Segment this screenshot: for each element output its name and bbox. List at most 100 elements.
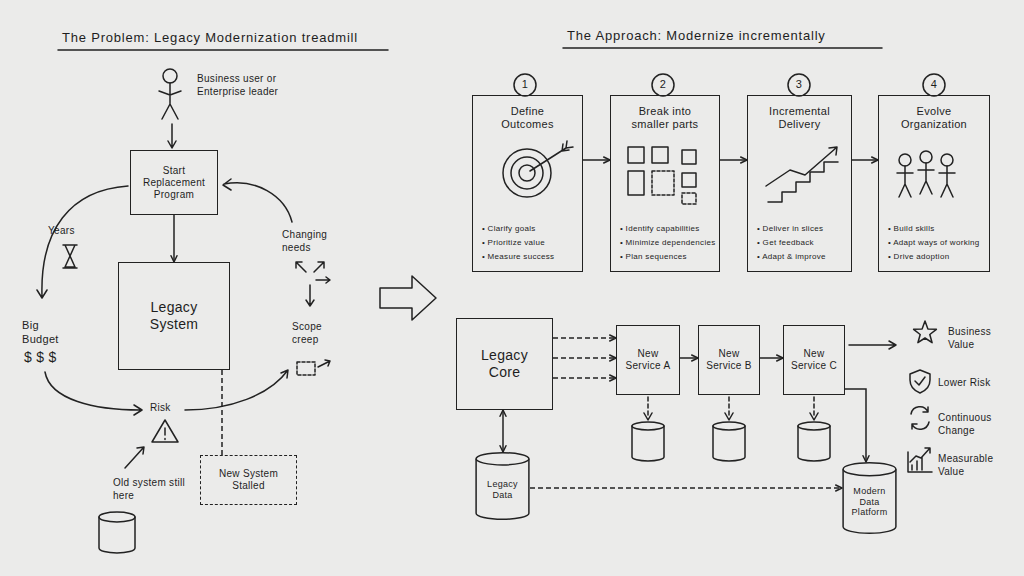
connector-line [852, 159, 878, 161]
node-label: New System Stalled [219, 468, 279, 492]
hourglass-icon [63, 245, 77, 268]
annotation-label: Changing needs [282, 228, 346, 254]
shield-icon [910, 370, 930, 393]
arrow-head [836, 485, 842, 491]
part-square [628, 171, 644, 195]
connector-line [173, 215, 175, 262]
people-icon [897, 163, 955, 197]
arrow-head [692, 355, 698, 361]
step-number: 2 [651, 73, 675, 97]
connector-line [553, 377, 616, 379]
connector-line [845, 389, 866, 462]
connector [222, 370, 223, 455]
transition-arrow [380, 276, 436, 320]
node-label: Legacy System [139, 299, 209, 333]
step-box: Evolve Organization • Build skills• Adapt… [878, 95, 990, 272]
arrow-head [741, 157, 747, 163]
step-number: 4 [922, 73, 946, 97]
arrow-head [777, 355, 783, 361]
circle-outline [788, 74, 810, 96]
database-node: Legacy Data [475, 452, 530, 520]
part-square [628, 147, 644, 163]
part-square [652, 147, 668, 163]
bullet-list: • Build skills• Adapt ways of working• D… [888, 220, 986, 262]
cycle-arrow [37, 186, 128, 298]
connector [583, 157, 610, 163]
connector-line [583, 159, 610, 161]
step-box: Define Outcomes• Clarify goals• Prioriti… [472, 95, 583, 272]
node-label: New Service B [703, 348, 755, 372]
cycle-arrow [223, 179, 292, 222]
annotation-label: Years [48, 224, 98, 237]
arrow-head [610, 375, 616, 381]
cylinder-outline [843, 469, 896, 533]
target-arrow [530, 141, 573, 171]
annotation-label: Big Budget [22, 318, 70, 347]
target-icon [503, 149, 551, 197]
connector-line [553, 337, 616, 339]
bullet-item: • Minimize dependencies [620, 238, 716, 248]
annotation-label: Business user or Enterprise leader [197, 72, 317, 98]
callout-number: 3 [796, 78, 802, 91]
connector [845, 389, 869, 462]
arrow-head [171, 256, 177, 262]
step-heading-row: Evolve Organization [879, 105, 989, 131]
stairs-icon [768, 162, 838, 202]
step-heading-row: Break into smaller parts [611, 105, 719, 131]
stalled-box: New System Stalled [200, 455, 297, 505]
bullet-list: • Deliver in slices• Get feedback• Adapt… [757, 220, 848, 262]
step-box: Break into smaller parts • Identify capab… [610, 95, 720, 272]
chart-icon [908, 448, 932, 472]
scope-box [297, 362, 315, 375]
annotation-label: $ $ $ [24, 348, 84, 366]
bullet-list: • Clarify goals• Prioritize value• Measu… [482, 220, 579, 262]
connector [553, 375, 616, 381]
part-square [682, 193, 696, 204]
data-link [648, 397, 814, 418]
cylinder-outline [843, 463, 896, 476]
target-icon [519, 165, 535, 181]
connector-line [553, 357, 616, 359]
warning-icon [152, 420, 178, 442]
scope-arrow [318, 360, 330, 367]
cylinder-outline [476, 453, 529, 465]
annotation-label: Lower Risk [938, 376, 1008, 389]
arrow-head [872, 157, 878, 163]
annotation-label: Continuous Change [938, 411, 1008, 437]
circle-outline [514, 74, 536, 96]
step-number: 3 [787, 73, 811, 97]
connector-line [221, 370, 223, 455]
connector [680, 355, 698, 361]
people-icon [920, 151, 932, 163]
node-label: Legacy Core [474, 347, 536, 381]
database-node: Modern Data Platform [842, 462, 897, 534]
flow-arrow [168, 124, 176, 148]
title-underline [563, 47, 882, 49]
process-box: Legacy System [118, 262, 230, 370]
arrow-head [500, 410, 506, 452]
bullet-item: • Identify capabilities [620, 224, 716, 234]
database-icon [632, 426, 830, 461]
part-square [652, 171, 674, 195]
arrow-head [604, 157, 610, 163]
bullet-item: • Clarify goals [482, 224, 579, 234]
step-number: 1 [513, 73, 537, 97]
arrow-head [610, 335, 616, 341]
connector-line [760, 357, 783, 359]
title-underline [58, 49, 388, 51]
connector [171, 215, 177, 262]
arrow-head [610, 355, 616, 361]
section-title: The Problem: Legacy Modernization treadm… [62, 30, 402, 47]
node-label: New Service A [622, 348, 674, 372]
person-body [159, 83, 181, 119]
step-heading-row: Incremental Delivery [748, 105, 851, 131]
step-heading: Break into smaller parts [624, 105, 706, 131]
callout-number: 4 [931, 78, 937, 91]
annotation-label: Scope creep [292, 320, 342, 346]
person-head [163, 69, 177, 83]
connector [760, 355, 783, 361]
annotation-label: Business Value [948, 325, 1014, 351]
database-icon [798, 422, 830, 430]
